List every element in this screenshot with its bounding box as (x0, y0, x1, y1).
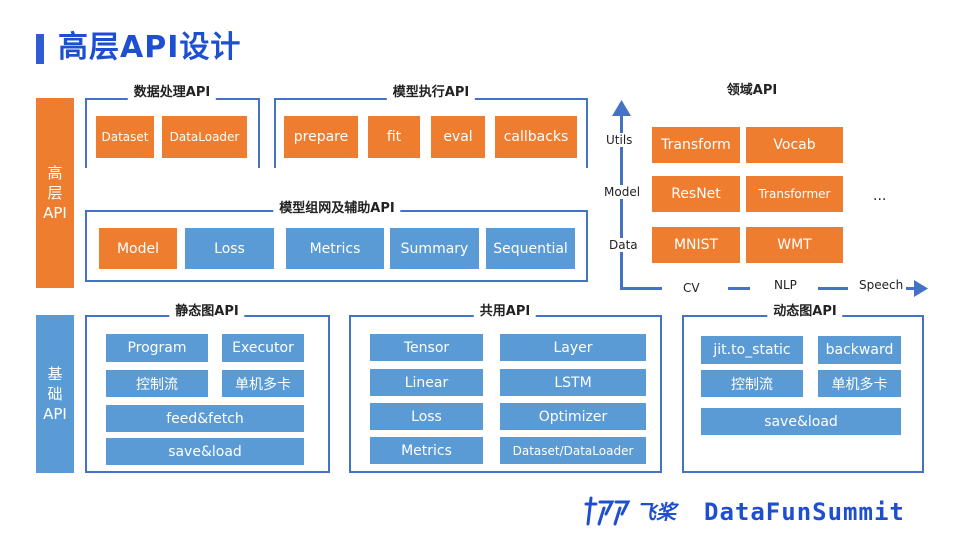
logo-en-text: DataFunSummit (704, 498, 905, 526)
dynamic-api-label: 动态图API (767, 304, 843, 320)
box-optimizer: Optimizer (500, 403, 646, 430)
static-api-label: 静态图API (169, 304, 245, 320)
box-tensor: Tensor (370, 334, 483, 361)
box-save-load-static: save&load (106, 438, 304, 465)
box-control-flow-dynamic: 控制流 (701, 370, 803, 397)
paddle-logo-icon (584, 496, 631, 526)
box-model: Model (99, 228, 177, 269)
box-feed-fetch: feed&fetch (106, 405, 304, 432)
logo-cn-text: 飞桨 (636, 500, 676, 524)
box-control-flow-static: 控制流 (106, 370, 208, 397)
box-layer: Layer (500, 334, 646, 361)
box-callbacks: callbacks (495, 116, 577, 158)
box-transform: Transform (652, 127, 740, 163)
domain-ellipsis: ... (873, 188, 887, 204)
box-program: Program (106, 334, 208, 362)
box-multi-gpu-dynamic: 单机多卡 (818, 370, 901, 397)
side-label-high-api: 高 层 API (36, 98, 74, 288)
box-metrics-common: Metrics (370, 437, 483, 464)
y-label-utils: Utils (603, 133, 636, 147)
box-metrics: Metrics (286, 228, 384, 269)
y-label-data: Data (606, 238, 641, 252)
common-api-label: 共用API (473, 304, 537, 320)
box-jit-to-static: jit.to_static (701, 336, 803, 364)
x-label-cv: CV (680, 281, 703, 295)
x-label-speech: Speech (856, 278, 907, 292)
box-linear: Linear (370, 369, 483, 396)
box-summary: Summary (390, 228, 479, 269)
domain-x-axis-seg-4 (906, 287, 916, 290)
box-fit: fit (368, 116, 420, 158)
box-resnet: ResNet (652, 176, 740, 212)
box-eval: eval (431, 116, 485, 158)
domain-x-axis-seg-2 (728, 287, 750, 290)
domain-x-axis-seg-1 (620, 287, 662, 290)
box-dataset: Dataset (96, 116, 154, 158)
box-wmt: WMT (746, 227, 843, 263)
domain-y-axis-line (620, 112, 623, 290)
data-api-label: 数据处理API (127, 85, 217, 101)
page-title: 高层API设计 (58, 30, 242, 65)
domain-api-label: 领域API (726, 83, 778, 98)
box-vocab: Vocab (746, 127, 843, 163)
side-label-base-api: 基 础 API (36, 315, 74, 473)
box-loss: Loss (185, 228, 274, 269)
box-prepare: prepare (284, 116, 358, 158)
domain-y-axis-arrow-icon (612, 100, 631, 116)
box-save-load-dynamic: save&load (701, 408, 901, 435)
domain-x-axis-arrow-icon (914, 280, 928, 297)
box-sequential: Sequential (486, 228, 575, 269)
box-transformer: Transformer (746, 176, 843, 212)
box-mnist: MNIST (652, 227, 740, 263)
exec-api-label: 模型执行API (386, 85, 476, 101)
title-accent-bar (36, 34, 44, 64)
box-lstm: LSTM (500, 369, 646, 396)
net-api-label: 模型组网及辅助API (273, 201, 401, 217)
box-loss-common: Loss (370, 403, 483, 430)
box-backward: backward (818, 336, 901, 364)
domain-x-axis-seg-3 (818, 287, 848, 290)
y-label-model: Model (601, 185, 644, 199)
x-label-nlp: NLP (771, 278, 800, 292)
box-dataloader: DataLoader (162, 116, 247, 158)
box-dataset-dataloader: Dataset/DataLoader (500, 437, 646, 464)
box-multi-gpu-static: 单机多卡 (222, 370, 304, 397)
box-executor: Executor (222, 334, 304, 362)
